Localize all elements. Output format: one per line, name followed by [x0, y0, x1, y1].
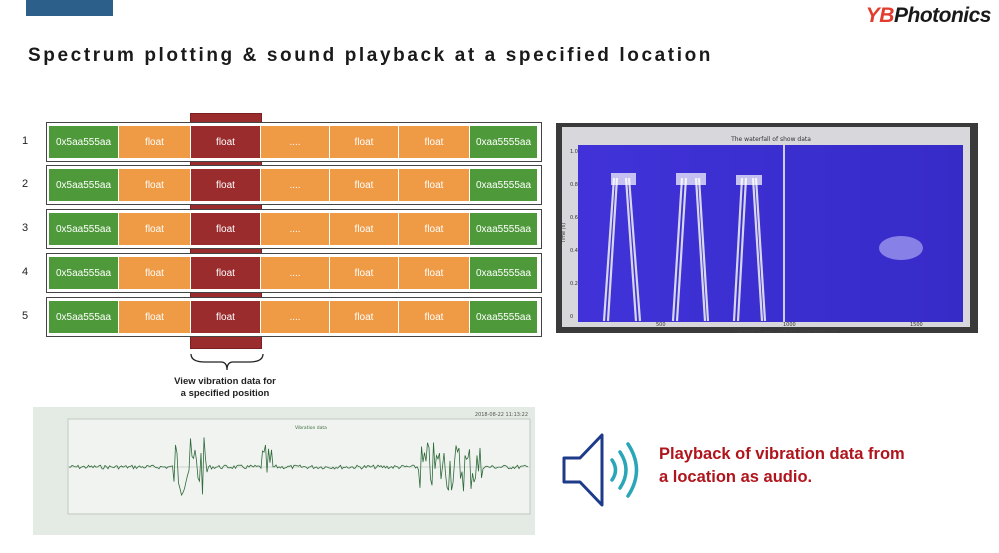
waterfall-ytick: 0.6 [570, 215, 578, 221]
packet-cell-float-selected: float [191, 213, 261, 245]
waterfall-plot-screenshot: The waterfall of show data 1.0 0.8 0.6 0.4 0… [556, 123, 978, 333]
packet-cell-float: float [119, 301, 191, 333]
packet-cell-float: float [330, 169, 399, 201]
svg-text:Time (s): Time (s) [561, 223, 567, 244]
packet-cell-start-marker: 0x5aa555aa [49, 301, 119, 333]
speaker-icon [562, 433, 639, 507]
packet-cell-ellipsis: .... [261, 213, 330, 245]
packet-cell-float: float [330, 126, 399, 158]
packet-cell-float: float [399, 257, 470, 289]
packet-cell-float: float [399, 126, 470, 158]
packet-cell-float: float [119, 257, 191, 289]
packet-cell-float-selected: float [191, 126, 261, 158]
waterfall-ytick: 0.8 [570, 182, 578, 188]
packet-cell-float: float [399, 213, 470, 245]
packet-cell-end-marker: 0xaa5555aa [470, 257, 538, 289]
svg-text:Position: Position [761, 327, 780, 333]
packet-cell-start-marker: 0x5aa555aa [49, 126, 119, 158]
row-number: 3 [21, 222, 29, 234]
waterfall-ytick: 0 [570, 314, 573, 320]
row-number: 1 [21, 135, 29, 147]
packet-cell-end-marker: 0xaa5555aa [470, 126, 538, 158]
packet-cell-float: float [399, 301, 470, 333]
selection-caption: View vibration data for a specified posi… [174, 376, 276, 399]
header-accent-bar [26, 0, 113, 16]
company-logo: YBPhotonics [865, 4, 992, 27]
packet-cell-ellipsis: .... [261, 257, 330, 289]
packet-cell-end-marker: 0xaa5555aa [470, 169, 538, 201]
svg-text:2018-08-22 11:13:22: 2018-08-22 11:13:22 [475, 412, 528, 418]
packet-cell-ellipsis: .... [261, 169, 330, 201]
waterfall-ytick: 0.2 [570, 281, 578, 287]
packet-cell-float-selected: float [191, 169, 261, 201]
packet-cell-float: float [330, 213, 399, 245]
packet-cell-float-selected: float [191, 257, 261, 289]
packet-cell-float-selected: float [191, 301, 261, 333]
packet-cell-float: float [399, 169, 470, 201]
waterfall-ytick: 1.0 [570, 149, 578, 155]
packet-cell-start-marker: 0x5aa555aa [49, 169, 119, 201]
packet-cell-ellipsis: .... [261, 301, 330, 333]
playback-description: Playback of vibration data from a locati… [659, 445, 905, 486]
packet-cell-ellipsis: .... [261, 126, 330, 158]
brace-icon [190, 353, 264, 371]
row-number: 4 [21, 266, 29, 278]
packet-cell-end-marker: 0xaa5555aa [470, 301, 538, 333]
packet-cell-float: float [330, 257, 399, 289]
waveform-plot-screenshot: 2018-08-22 11:13:22 Vibration data [33, 407, 535, 535]
waterfall-ytick: 0.4 [570, 248, 578, 254]
row-number: 5 [21, 310, 29, 322]
slide-title: Spectrum plotting & sound playback at a … [28, 45, 713, 66]
waterfall-xtick: 1000 [783, 322, 796, 328]
packet-cell-end-marker: 0xaa5555aa [470, 213, 538, 245]
packet-cell-start-marker: 0x5aa555aa [49, 257, 119, 289]
packet-cell-float: float [119, 126, 191, 158]
svg-text:Copyright © 2017 Guzh Inc. www: Copyright © 2017 Guzh Inc. www.ybgum.com [734, 328, 837, 333]
packet-cell-float: float [119, 213, 191, 245]
packet-cell-float: float [119, 169, 191, 201]
packet-cell-start-marker: 0x5aa555aa [49, 213, 119, 245]
waterfall-xtick: 500 [656, 322, 666, 328]
row-number: 2 [21, 178, 29, 190]
svg-text:The waterfall of show data: The waterfall of show data [730, 136, 811, 143]
waterfall-xtick: 1500 [910, 322, 923, 328]
svg-text:Vibration data: Vibration data [295, 425, 327, 431]
packet-cell-float: float [330, 301, 399, 333]
